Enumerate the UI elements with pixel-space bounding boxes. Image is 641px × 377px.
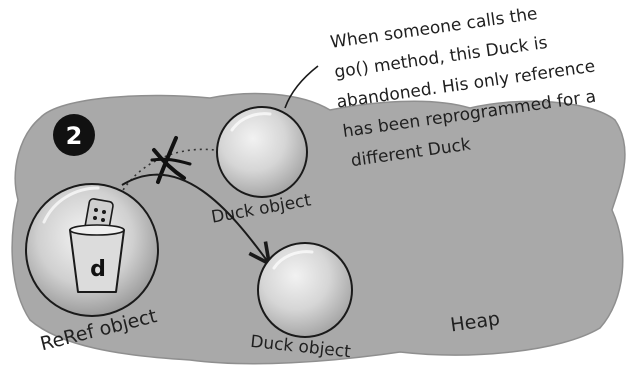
- new-duck-object: [258, 243, 352, 337]
- step-number: 2: [66, 122, 83, 150]
- step-badge: 2: [53, 114, 95, 156]
- reference-variable-label: d: [90, 257, 106, 282]
- abandoned-duck-object: [217, 107, 307, 197]
